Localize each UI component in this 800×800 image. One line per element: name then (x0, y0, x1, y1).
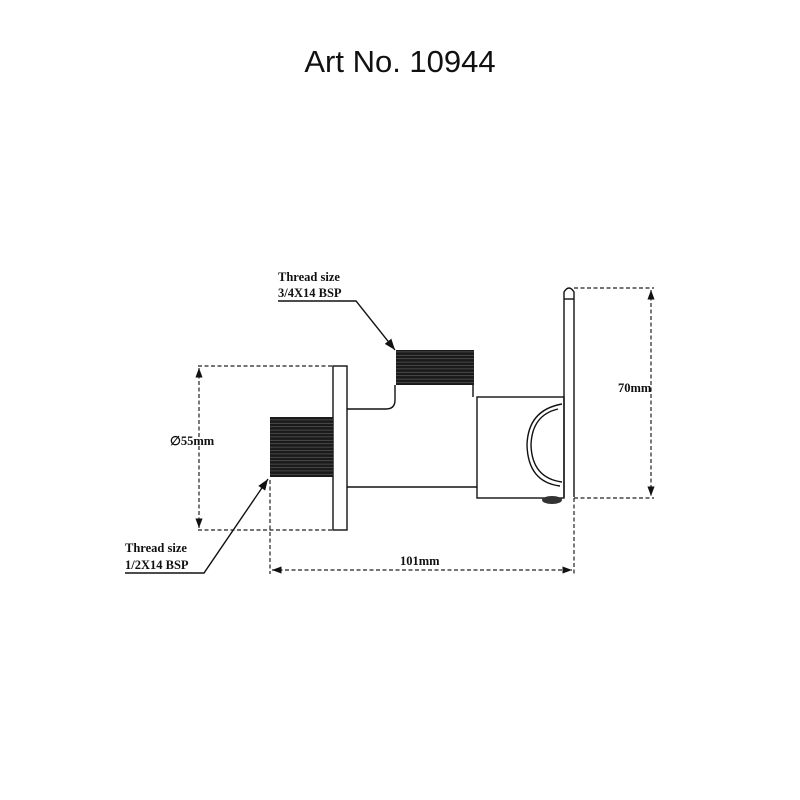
inlet-thread (270, 417, 333, 477)
svg-text:3/4X14 BSP: 3/4X14 BSP (278, 286, 342, 300)
svg-text:1/2X14 BSP: 1/2X14 BSP (125, 558, 189, 572)
outlet-thread (396, 350, 474, 385)
diameter-label: ∅55mm (170, 434, 215, 448)
length-label: 101mm (400, 554, 440, 568)
diameter-dimension: ∅55mm (170, 365, 333, 531)
length-dimension: 101mm (269, 480, 575, 574)
svg-text:Thread size: Thread size (278, 270, 340, 284)
body-top-edge (347, 385, 396, 410)
height-dimension: 70mm (574, 287, 655, 499)
top-thread-callout: Thread size 3/4X14 BSP (278, 270, 396, 351)
handle-curve (526, 403, 563, 487)
page-title: Art No. 10944 (304, 44, 496, 79)
handle-block (476, 396, 565, 499)
valve-body (270, 287, 575, 531)
svg-text:Thread size: Thread size (125, 541, 187, 555)
lever (563, 287, 575, 497)
wall-flange (332, 365, 348, 531)
knob (542, 496, 562, 504)
height-label: 70mm (618, 381, 652, 395)
bottom-thread-callout: Thread size 1/2X14 BSP (125, 478, 269, 574)
